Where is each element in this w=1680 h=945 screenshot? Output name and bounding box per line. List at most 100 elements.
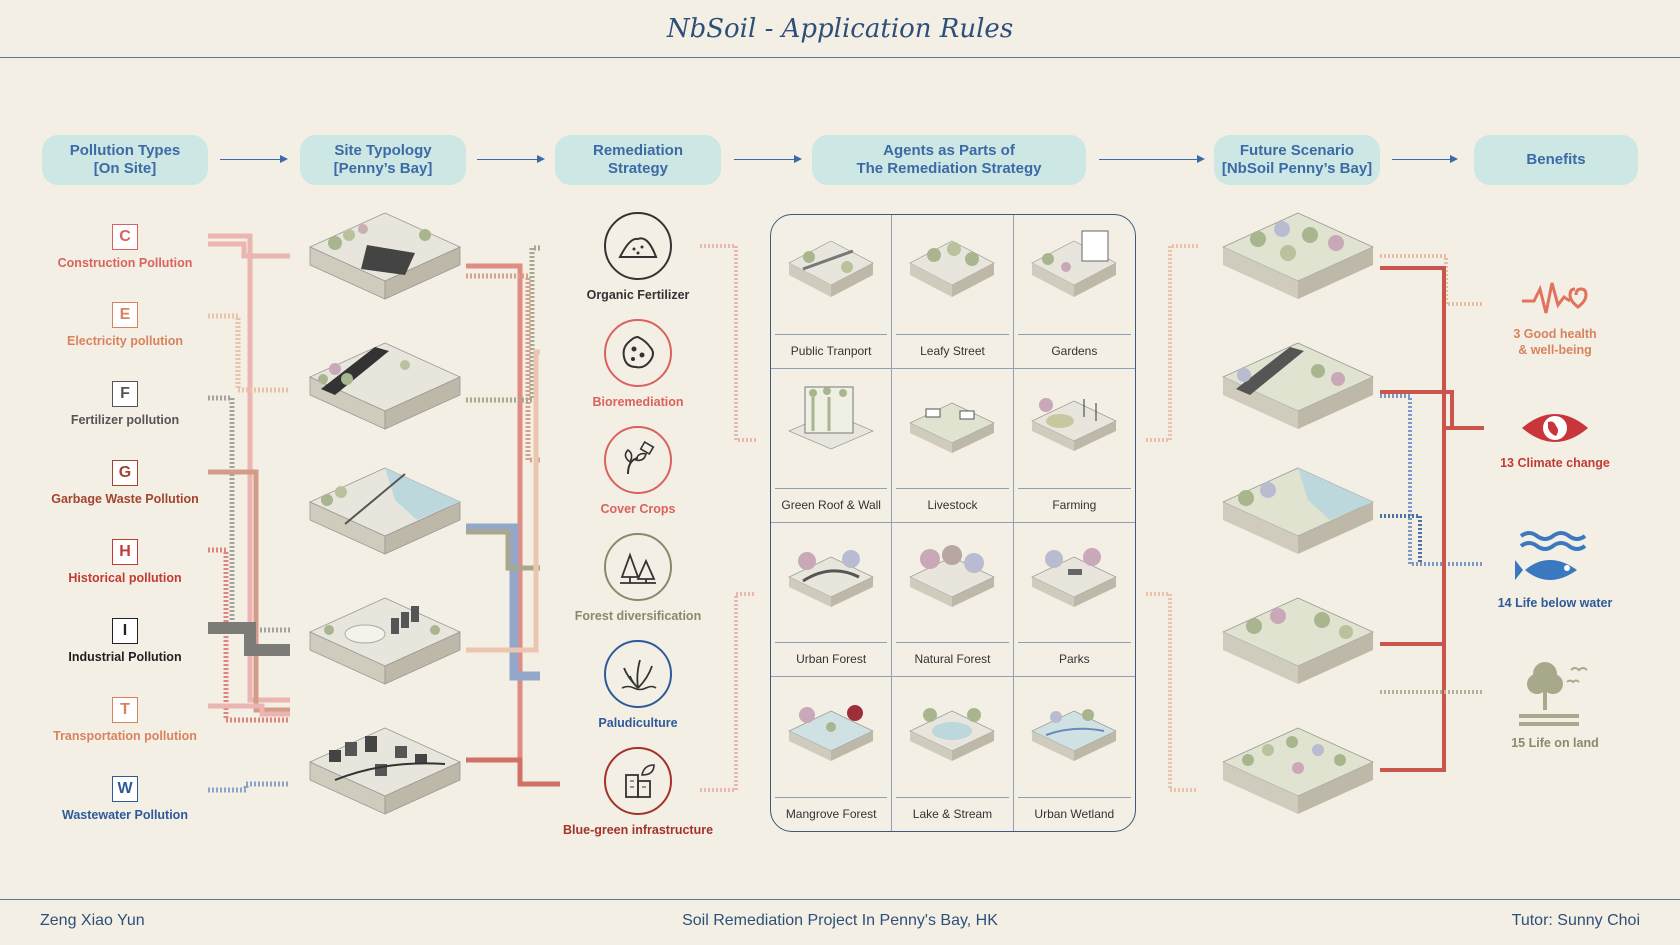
- strategy-ring: [604, 533, 672, 601]
- benefit-label: 15 Life on land: [1511, 736, 1599, 750]
- eye-globe-icon: [1522, 414, 1588, 442]
- pollution-garbage: G Garbage Waste Pollution: [20, 460, 230, 506]
- site-tile-construction: [305, 205, 465, 310]
- agent-lake-stream: Lake & Stream: [892, 677, 1014, 831]
- header-arrow-1: [220, 155, 288, 163]
- header-agents: Agents as Parts of The Remediation Strat…: [812, 135, 1086, 185]
- header-benefits: Benefits: [1474, 135, 1638, 185]
- pollution-letter-badge: T: [112, 697, 138, 723]
- agent-label: Lake & Stream: [912, 807, 993, 821]
- soil-pile-icon: [618, 237, 658, 258]
- fish-icon: [1515, 531, 1587, 580]
- strategy-forest-diversification: Forest diversification: [548, 533, 728, 623]
- agent-gardens: Gardens: [1013, 215, 1135, 369]
- site-tile-road: [305, 335, 465, 440]
- agent-label: Leafy Street: [920, 344, 985, 358]
- agent-label: Livestock: [927, 498, 978, 512]
- benefit-life-on-land: 15 Life on land: [1470, 656, 1640, 751]
- agent-label: Public Tranport: [790, 344, 872, 358]
- strategy-label: Bioremediation: [592, 395, 684, 409]
- pollution-label: Wastewater Pollution: [62, 808, 188, 822]
- future-tile-1: [1218, 205, 1378, 310]
- pollution-industrial: I Industrial Pollution: [20, 618, 230, 664]
- agent-parks: Parks: [1013, 523, 1135, 677]
- reeds-icon: [621, 659, 657, 691]
- strategy-blue-green-infrastructure: Blue-green infrastructure: [548, 747, 728, 837]
- pollution-historical: H Historical pollution: [20, 539, 230, 585]
- agent-label: Mangrove Forest: [785, 807, 877, 821]
- agent-leafy-street: Leafy Street: [892, 215, 1014, 369]
- agent-label: Green Roof & Wall: [781, 498, 881, 512]
- strategy-label: Forest diversification: [574, 609, 702, 623]
- header-future-scenario: Future Scenario [NbSoil Penny’s Bay]: [1214, 135, 1380, 185]
- footer-tutor: Tutor: Sunny Choi: [1511, 912, 1640, 929]
- benefit-good-health: 3 Good health & well-being: [1470, 275, 1640, 358]
- site-tile-industrial: [305, 590, 465, 695]
- strategy-bioremediation: Bioremediation: [548, 319, 728, 409]
- benefit-label: 14 Life below water: [1497, 596, 1613, 610]
- plant-spray-icon: [624, 440, 655, 475]
- pollution-letter-badge: H: [112, 539, 138, 565]
- benefit-life-below-water: 14 Life below water: [1470, 528, 1640, 611]
- strategy-label: Blue-green infrastructure: [562, 823, 714, 837]
- header-remediation-strategy: Remediation Strategy: [555, 135, 721, 185]
- strategy-ring: [604, 747, 672, 815]
- cell-divider: [775, 797, 888, 798]
- pollution-label: Electricity pollution: [67, 334, 183, 348]
- agent-mangrove-forest: Mangrove Forest: [771, 677, 893, 831]
- header-arrow-2: [477, 155, 545, 163]
- future-tile-2: [1218, 335, 1378, 440]
- green-building-icon: [625, 764, 655, 798]
- strategy-ring: [604, 426, 672, 494]
- strategy-paludiculture: Paludiculture: [548, 640, 728, 730]
- tree-birds-icon: [1519, 662, 1588, 726]
- cell-divider: [775, 642, 888, 643]
- heartbeat-icon: [1522, 282, 1588, 314]
- future-tile-5: [1218, 720, 1378, 825]
- benefit-climate-change: 13 Climate change: [1470, 406, 1640, 471]
- pollution-letter-badge: I: [112, 618, 138, 644]
- future-tile-4: [1218, 590, 1378, 695]
- cell-divider: [896, 488, 1009, 489]
- header-arrow-5: [1392, 155, 1458, 163]
- agent-public-transport: Public Tranport: [771, 215, 893, 369]
- strategy-ring: [604, 319, 672, 387]
- pollution-wastewater: W Wastewater Pollution: [20, 776, 230, 822]
- future-tile-3: [1218, 460, 1378, 565]
- cell-divider: [775, 334, 888, 335]
- agent-green-roof-wall: Green Roof & Wall: [771, 369, 893, 523]
- pollution-letter-badge: F: [112, 381, 138, 407]
- cell-divider: [896, 334, 1009, 335]
- pollution-letter-badge: W: [112, 776, 138, 802]
- cell-divider: [1017, 797, 1131, 798]
- pollution-construction: C Construction Pollution: [20, 224, 230, 270]
- agent-urban-wetland: Urban Wetland: [1014, 677, 1135, 831]
- strategy-label: Cover Crops: [600, 502, 676, 516]
- pollution-label: Transportation pollution: [53, 729, 197, 743]
- pollution-letter-badge: E: [112, 302, 138, 328]
- strategy-cover-crops: Cover Crops: [548, 426, 728, 516]
- header-pollution-types: Pollution Types [On Site]: [42, 135, 208, 185]
- benefit-label: 13 Climate change: [1500, 456, 1610, 470]
- header-site-typology: Site Typology [Penny’s Bay]: [300, 135, 466, 185]
- benefit-label: 3 Good health & well-being: [1513, 327, 1597, 357]
- strategy-ring: [604, 212, 672, 280]
- microbe-icon: [622, 335, 654, 369]
- agent-label: Gardens: [1051, 344, 1098, 358]
- site-tile-waterfront: [305, 460, 465, 565]
- strategy-label: Organic Fertilizer: [586, 288, 690, 302]
- top-divider: [0, 57, 1680, 58]
- page-title: NbSoil - Application Rules: [666, 14, 1014, 44]
- pollution-fertilizer: F Fertilizer pollution: [20, 381, 230, 427]
- pollution-label: Garbage Waste Pollution: [51, 492, 199, 506]
- strategy-label: Paludiculture: [598, 716, 678, 730]
- strategy-organic-fertilizer: Organic Fertilizer: [548, 212, 728, 302]
- pollution-label: Construction Pollution: [57, 256, 193, 270]
- agent-urban-forest: Urban Forest: [771, 523, 893, 677]
- cell-divider: [1017, 488, 1131, 489]
- agent-label: Farming: [1052, 498, 1097, 512]
- cell-divider: [1017, 334, 1131, 335]
- site-tile-urban: [305, 720, 465, 825]
- footer-project: Soil Remediation Project In Penny's Bay,…: [682, 912, 998, 929]
